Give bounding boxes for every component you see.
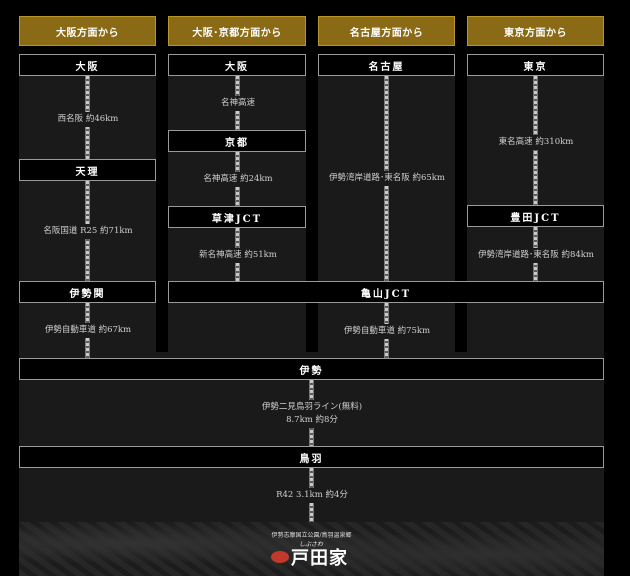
node-osaka: 大阪 — [19, 54, 156, 76]
node-kameyama-jct: 亀山JCT — [168, 281, 604, 303]
node-toyota-jct: 豊田JCT — [467, 205, 604, 227]
route-label-tomei: 東名高速 約310km — [495, 135, 577, 150]
route-label-isewan-65: 伊勢湾岸道路･東名阪 約65km — [326, 171, 448, 186]
route-label-futami-distance: 8.7km 約8分 — [286, 415, 338, 425]
route-label-futami-name: 伊勢二見鳥羽ライン(無料) — [261, 402, 363, 412]
node-kusatsu-jct: 草津JCT — [168, 206, 306, 228]
node-toba: 鳥羽 — [19, 446, 604, 468]
header-from-nagoya: 名古屋方面から — [318, 16, 455, 46]
route-label-isewan-84: 伊勢湾岸道路･東名阪 約84km — [475, 248, 597, 263]
route-label-meishin: 名神高速 — [217, 96, 259, 111]
node-kyoto: 京都 — [168, 130, 306, 152]
toda-ya-logo: しぶさわ 戸田家 — [271, 541, 355, 569]
route-label-futami-line: 伊勢二見鳥羽ライン(無料) 8.7km 約8分 — [258, 400, 366, 428]
node-nagoya: 名古屋 — [318, 54, 455, 76]
logo-small-text: しぶさわ — [299, 541, 324, 548]
route-label-r42: R42 3.1km 約4分 — [273, 488, 351, 503]
header-from-osaka: 大阪方面から — [19, 16, 156, 46]
route-label-meishin-24: 名神高速 約24km — [200, 172, 276, 187]
route-label-ise-expressway-75: 伊勢自動車道 約75km — [340, 324, 434, 339]
node-iseseki: 伊勢関 — [19, 281, 156, 303]
node-osaka-2: 大阪 — [168, 54, 306, 76]
logo-mark-icon — [271, 551, 289, 563]
route-label-shinmeishin: 新名神高速 約51km — [196, 248, 280, 263]
node-tokyo: 東京 — [467, 54, 604, 76]
footer-subtitle: 伊勢志摩国立公園/鳥羽温泉郷 — [271, 532, 352, 539]
header-from-osaka-kyoto: 大阪･京都方面から — [168, 16, 306, 46]
route-label-meihan-r25: 名阪国道 R25 約71km — [40, 224, 136, 239]
route-label-ise-expressway-67: 伊勢自動車道 約67km — [41, 323, 135, 338]
header-from-tokyo: 東京方面から — [467, 16, 604, 46]
footer-banner: 伊勢志摩国立公園/鳥羽温泉郷 しぶさわ 戸田家 — [19, 522, 604, 576]
node-tenri: 天理 — [19, 159, 156, 181]
node-ise: 伊勢 — [19, 358, 604, 380]
route-label-nishimeihan: 西名阪 約46km — [54, 112, 122, 127]
logo-main-text: 戸田家 — [291, 548, 348, 569]
